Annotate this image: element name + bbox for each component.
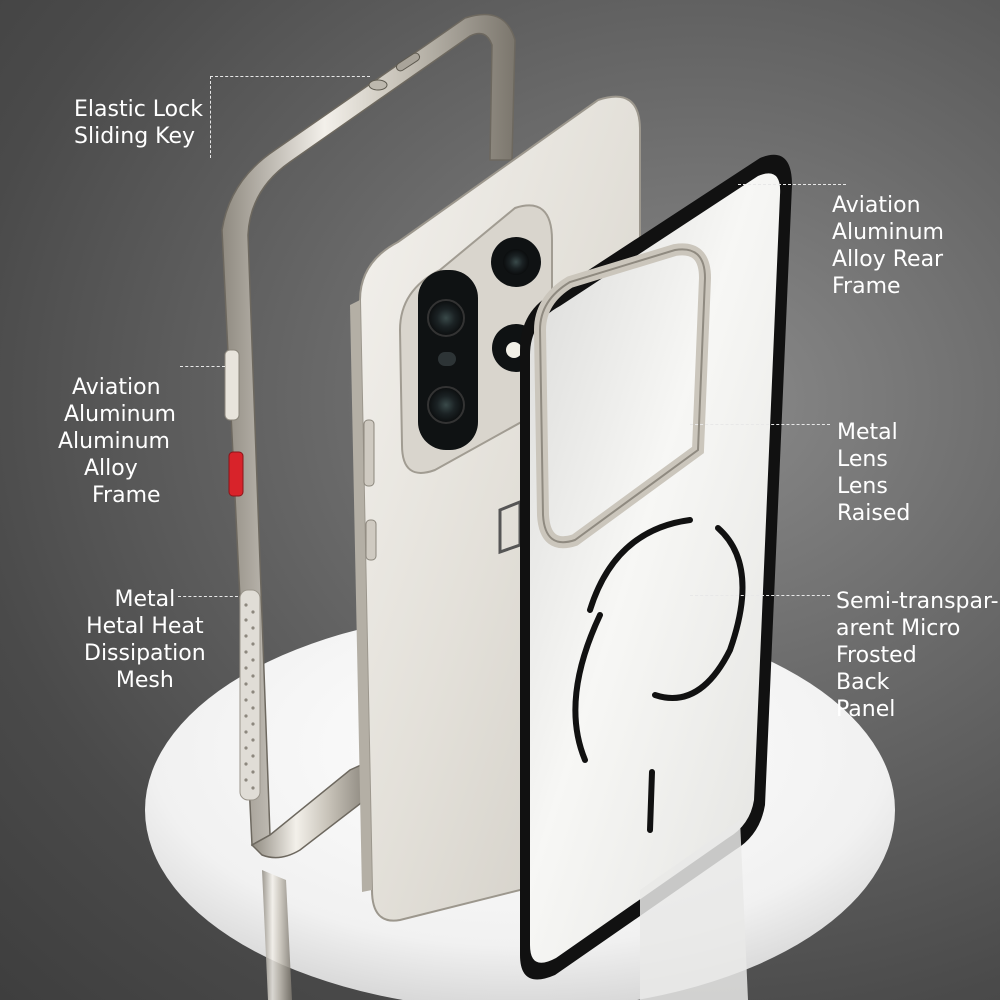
leader-line <box>690 595 830 596</box>
callout-line: Aluminum <box>58 429 170 454</box>
callout-elastic-lock: Elastic Lock Sliding Key <box>74 96 203 150</box>
callout-line: Aviation <box>72 375 161 400</box>
callout-line: Alloy Rear <box>832 247 944 272</box>
callout-line: Alloy <box>84 456 138 481</box>
callout-line: Dissipation <box>84 641 206 666</box>
callout-line: Aviation <box>832 193 921 218</box>
callout-line: Elastic Lock <box>74 97 203 122</box>
callout-alloy-frame: Aviation Aluminum Aluminum Alloy Frame <box>58 374 176 509</box>
callout-heat-mesh: Metal Hetal Heat Dissipation Mesh <box>84 586 206 694</box>
callout-lens-raised: Metal Lens Lens Raised <box>837 419 910 527</box>
leader-line <box>690 424 830 425</box>
callout-line: Semi-transpar- <box>836 589 999 614</box>
callout-line: Lens <box>837 474 888 499</box>
leader-line <box>178 596 238 597</box>
callout-line: Metal <box>837 420 898 445</box>
callout-line: Metal <box>114 587 176 612</box>
callout-back-panel: Semi-transpar- arent Micro Frosted Back … <box>836 588 999 723</box>
leader-line <box>738 184 846 185</box>
callout-line: Raised <box>837 501 911 526</box>
heat-mesh <box>239 589 261 801</box>
leader-line <box>210 76 211 158</box>
callout-line: Aluminum <box>832 220 944 245</box>
callout-line: Back <box>836 670 890 695</box>
callout-line: Lens <box>837 447 888 472</box>
callout-line: Frosted <box>836 643 917 668</box>
leader-line <box>210 76 370 77</box>
callout-line: Frame <box>92 483 161 508</box>
callout-line: Aluminum <box>64 402 176 427</box>
callout-line: Sliding Key <box>74 124 196 149</box>
callout-line: Frame <box>832 274 901 299</box>
callout-line: Panel <box>836 697 896 722</box>
callout-line: Hetal Heat <box>86 614 204 639</box>
callout-line: arent Micro <box>836 616 961 641</box>
magnetic-ring <box>572 525 746 763</box>
sliding-key <box>368 79 388 91</box>
back-panel <box>520 154 792 1000</box>
red-action-button <box>228 451 244 497</box>
side-button <box>224 349 240 421</box>
callout-line: Mesh <box>115 668 174 693</box>
callout-rear-frame: Aviation Aluminum Alloy Rear Frame <box>832 192 944 300</box>
camera-island <box>398 204 553 474</box>
bumper-frame <box>221 13 516 1000</box>
leader-line <box>180 366 225 367</box>
